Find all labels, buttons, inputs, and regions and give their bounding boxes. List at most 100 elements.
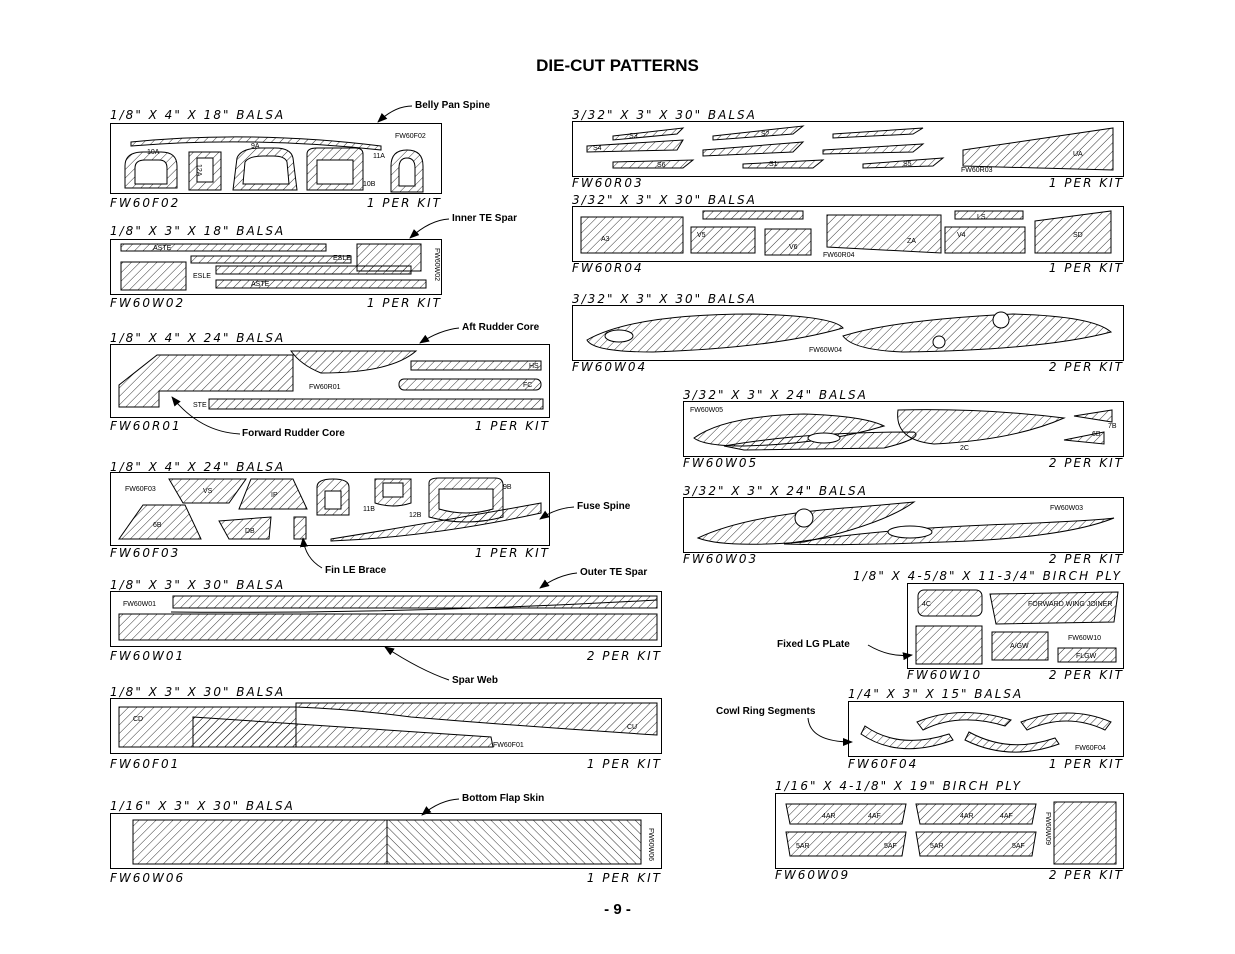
sheet-id: FW60W05 [690, 407, 723, 414]
sheet-id: FW60R01 [309, 384, 341, 391]
part-shapes: FW60W03 [696, 501, 1115, 546]
panel-fw60w02: 1/8" X 3" X 18" BALSA ASTE ESLE ESLE AST… [110, 224, 442, 310]
qty-per-kit: 1 PER KIT [1048, 261, 1124, 275]
page-number: - 9 - [604, 901, 631, 918]
sheet-outline: STE FC HS FW60R01 [110, 344, 550, 418]
callout-fuse-spine: Fuse Spine [577, 501, 631, 512]
qty-per-kit: 2 PER KIT [1048, 360, 1124, 374]
qty-per-kit: 2 PER KIT [1048, 668, 1124, 682]
part-label: V6 [789, 244, 798, 251]
part-label: A3 [601, 236, 610, 243]
part-label: A/GW [1010, 643, 1029, 650]
part-shapes: S3 S4 S6 S1 S2 S5 UA FW60R03 [586, 125, 1114, 174]
material-spec: 3/32" X 3" X 30" BALSA [572, 193, 757, 207]
part-label: 5AR [796, 843, 810, 850]
sheet-id: FW60F02 [395, 133, 426, 140]
part-label: FLGW [1076, 653, 1097, 660]
part-code: FW60W10 [907, 668, 983, 682]
material-spec: 1/4" X 3" X 15" BALSA [848, 687, 1024, 701]
material-spec: 3/32" X 3" X 30" BALSA [572, 292, 757, 306]
part-label: FORWARD WING JOINER [1028, 601, 1112, 608]
part-code: FW60W06 [110, 871, 186, 885]
sheet-id: FW60R04 [823, 252, 855, 259]
part-label: STE [193, 402, 207, 409]
panel-fw60f01: 1/8" X 3" X 30" BALSA CD CU FW60F01 FW60… [110, 685, 662, 771]
part-label: 6B [153, 522, 162, 529]
material-spec: 3/32" X 3" X 24" BALSA [683, 388, 868, 402]
part-label: 4AF [868, 813, 881, 820]
part-label: ESLE [193, 273, 211, 280]
part-label: 10B [363, 181, 376, 188]
callout-fixed-lg-plate: Fixed LG PLate [777, 639, 850, 650]
sheet-outline: VS IP 6B 9B 11B 12B DB FW60F03 [110, 472, 550, 546]
material-spec: 1/16" X 4-1/8" X 19" BIRCH PLY [775, 779, 1022, 793]
panel-fw60r03: 3/32" X 3" X 30" BALSA S3 S4 S6 S1 S2 S5… [572, 108, 1124, 190]
panel-fw60w03: 3/32" X 3" X 24" BALSA FW60W03 FW60W03 2… [683, 484, 1124, 566]
sheet-id: FW60R03 [961, 167, 993, 174]
part-label: VS [203, 488, 213, 495]
part-code: FW60W01 [110, 649, 186, 663]
part-shapes: CD CU FW60F01 [118, 702, 658, 749]
sheet-outline: 4C FORWARD WING JOINER A/GW FLGW FW60W10 [907, 583, 1124, 669]
part-label: 5AR [930, 843, 944, 850]
callout-spar-web: Spar Web [452, 675, 498, 686]
panel-fw60f03: 1/8" X 4" X 24" BALSA VS IP 6B 9B 11B 12… [110, 460, 550, 562]
callout-cowl-ring-segments: Cowl Ring Segments [716, 706, 816, 717]
part-shapes: 7B 6B 2C FW60W05 [690, 407, 1117, 452]
qty-per-kit: 1 PER KIT [1048, 176, 1124, 190]
part-code: FW60W09 [775, 868, 851, 882]
sheet-id: FW60F04 [1075, 745, 1106, 752]
panel-fw60w04: 3/32" X 3" X 30" BALSA FW60W04 FW60W04 2… [572, 292, 1124, 374]
part-code: FW60F03 [110, 546, 181, 560]
part-label: 12A [195, 164, 202, 177]
panel-fw60w05: 3/32" X 3" X 24" BALSA 7B 6B 2C FW60W05 … [683, 388, 1124, 470]
sheet-id: FW60F03 [125, 486, 156, 493]
part-label: DB [245, 528, 255, 535]
part-label: UA [1073, 151, 1083, 158]
part-shapes: FW60W06 [132, 819, 654, 865]
callout-fin-le-brace: Fin LE Brace [325, 565, 387, 576]
part-label: V5 [697, 232, 706, 239]
part-label: CU [627, 724, 637, 731]
part-code: FW60F02 [110, 196, 181, 210]
material-spec: 1/8" X 4" X 24" BALSA [110, 460, 286, 474]
part-label: ESLE [333, 255, 351, 262]
material-spec: 1/8" X 4-5/8" X 11-3/4" BIRCH PLY [853, 569, 1123, 583]
sheet-id: FW60W01 [123, 601, 156, 608]
part-label: S5 [903, 161, 912, 168]
part-code: FW60R01 [110, 419, 182, 433]
part-shapes: FW60W04 [586, 311, 1113, 354]
qty-per-kit: 2 PER KIT [1048, 456, 1124, 470]
material-spec: 3/32" X 3" X 30" BALSA [572, 108, 757, 122]
sheet-outline: S3 S4 S6 S1 S2 S5 UA FW60R03 [572, 121, 1124, 177]
part-label: S4 [593, 145, 602, 152]
qty-per-kit: 2 PER KIT [586, 649, 662, 663]
part-code: FW60R03 [572, 176, 644, 190]
part-label: ASTE [153, 245, 172, 252]
part-shapes: 4AR 4AF 5AR 5AF 4AR 4AF 5AR 5AF FW60W09 [785, 801, 1117, 865]
qty-per-kit: 1 PER KIT [586, 757, 662, 771]
part-code: FW60W04 [572, 360, 648, 374]
callout-forward-rudder-core: Forward Rudder Core [242, 428, 345, 439]
qty-per-kit: 1 PER KIT [366, 196, 442, 210]
part-shapes: STE FC HS FW60R01 [118, 350, 544, 410]
part-label: ASTE [251, 281, 270, 288]
part-label: 5AF [1012, 843, 1025, 850]
sheet-outline: FW60W01 [110, 591, 662, 647]
sheet-outline: FW60W04 [572, 305, 1124, 361]
part-shapes: VS IP 6B 9B 11B 12B DB FW60F03 [118, 477, 542, 542]
sheet-outline: FW60F04 [848, 701, 1124, 757]
sheet-outline: 10A 12A 9A 11A 10B FW60F02 [110, 123, 442, 194]
panel-fw60w10: 1/8" X 4-5/8" X 11-3/4" BIRCH PLY 4C FOR… [853, 569, 1124, 683]
part-code: FW60F04 [848, 757, 919, 771]
part-shapes: A3 V5 V6 ZA V4 SD LS FW60R04 [580, 210, 1112, 259]
callout-bottom-flap-skin: Bottom Flap Skin [462, 793, 545, 804]
material-spec: 3/32" X 3" X 24" BALSA [683, 484, 868, 498]
part-label: 4AF [1000, 813, 1013, 820]
part-label: 6B [1092, 431, 1101, 438]
material-spec: 1/8" X 4" X 24" BALSA [110, 331, 286, 345]
part-label: CD [133, 716, 143, 723]
part-label: 4C [922, 601, 931, 608]
callout-outer-te-spar: Outer TE Spar [580, 567, 648, 578]
panel-fw60r01: 1/8" X 4" X 24" BALSA STE FC HS FW60R01 … [110, 331, 550, 433]
